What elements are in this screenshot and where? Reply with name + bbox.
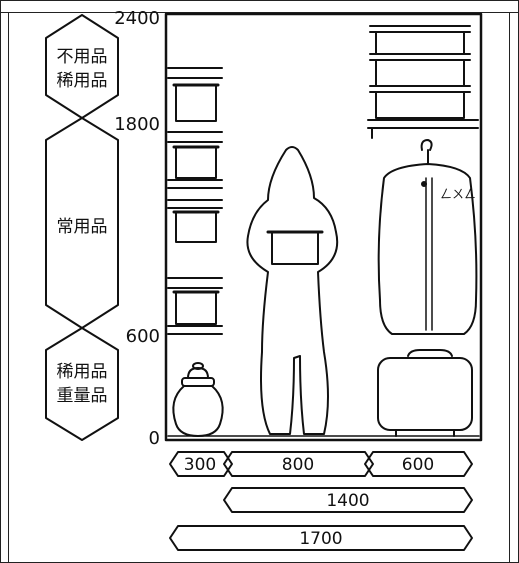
- zone-hexagon-bottom: [45, 327, 119, 441]
- width-arrow-800: [223, 451, 374, 477]
- zone-label-top-1: 不用品: [57, 47, 108, 67]
- scale-label-2400: 2400: [114, 8, 160, 29]
- zone-label-bottom-1: 稀用品: [57, 362, 108, 382]
- top-border-strip: [0, 0, 519, 13]
- width-arrow-1400: [223, 487, 473, 513]
- width-label-600: 600: [402, 455, 434, 475]
- zone-label-middle: 常用品: [57, 217, 108, 237]
- left-storage-box-2: [172, 145, 220, 179]
- scale-label-1800: 1800: [114, 114, 160, 135]
- zone-label-top-2: 稀用品: [57, 71, 108, 91]
- zone-label-bottom-2: 重量品: [57, 386, 108, 406]
- width-label-1700: 1700: [299, 529, 342, 549]
- width-arrow-600: [364, 451, 473, 477]
- width-arrow-1700: [169, 525, 473, 551]
- closet-outline: [164, 12, 483, 442]
- left-storage-box-3: [172, 210, 220, 243]
- left-margin-line: [8, 12, 9, 563]
- right-upper-shelf: [367, 25, 479, 139]
- jar-icon: [172, 362, 224, 437]
- garment-bag-icon: [377, 139, 478, 335]
- width-arrow-300: [169, 451, 233, 477]
- right-margin-line: [509, 12, 510, 563]
- width-label-1400: 1400: [326, 491, 369, 511]
- left-storage-box-1: [172, 83, 220, 122]
- suitcase-icon: [377, 349, 473, 437]
- scale-label-600: 600: [126, 326, 160, 347]
- left-shelf-stack: [167, 67, 223, 335]
- person-figure: [246, 146, 339, 435]
- carried-box-icon: [266, 230, 324, 265]
- garment-tag-text: ㄥㄨㄥ: [440, 187, 476, 201]
- scale-label-0: 0: [149, 428, 160, 449]
- width-label-800: 800: [282, 455, 314, 475]
- left-storage-box-4: [172, 290, 220, 325]
- width-label-300: 300: [184, 455, 216, 475]
